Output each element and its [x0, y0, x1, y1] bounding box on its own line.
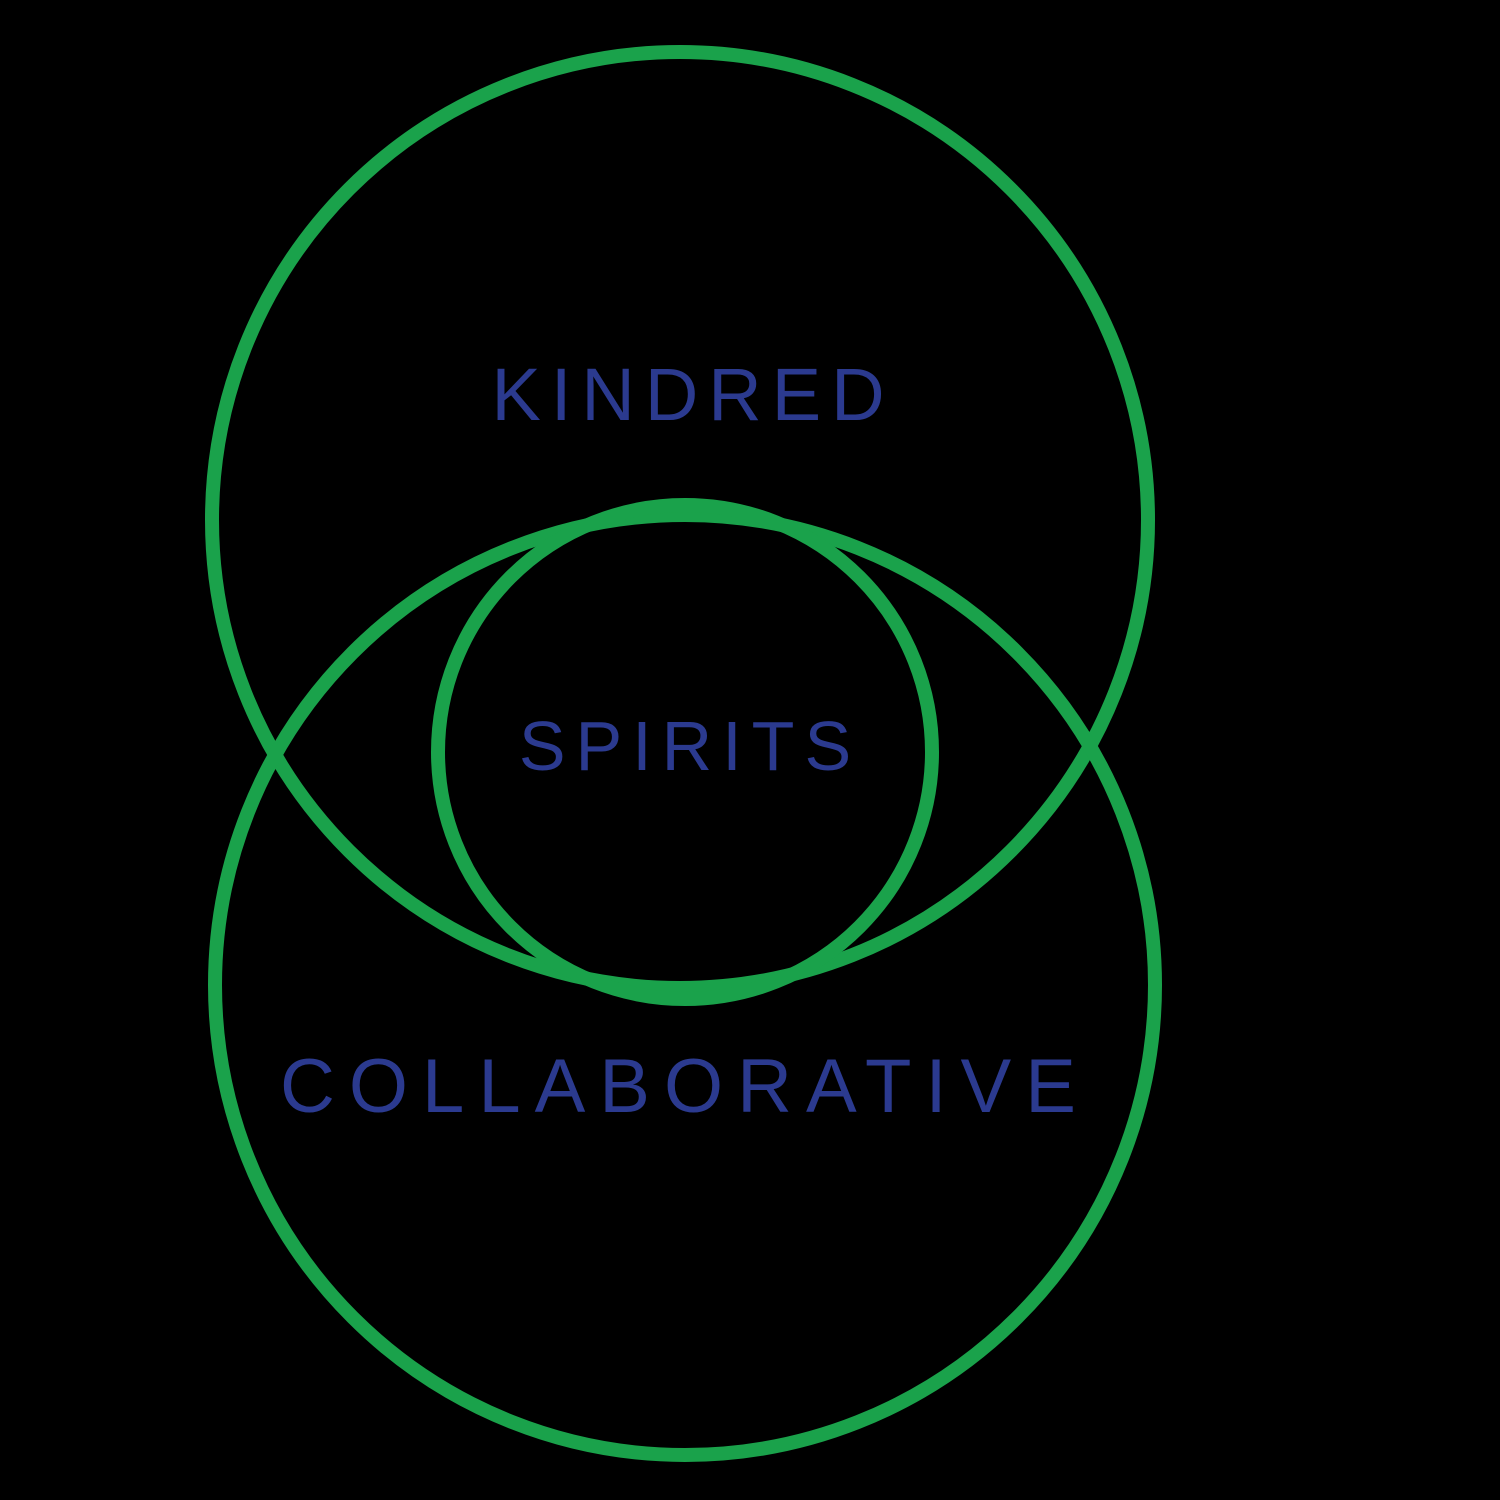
top-circle-label: KINDRED — [491, 353, 894, 436]
top-circle — [205, 45, 1155, 995]
bottom-circle-label: COLLABORATIVE — [280, 1044, 1090, 1129]
center-circle-label: SPIRITS — [519, 707, 861, 785]
center-circle — [431, 498, 939, 1006]
bottom-circle — [208, 508, 1162, 1462]
